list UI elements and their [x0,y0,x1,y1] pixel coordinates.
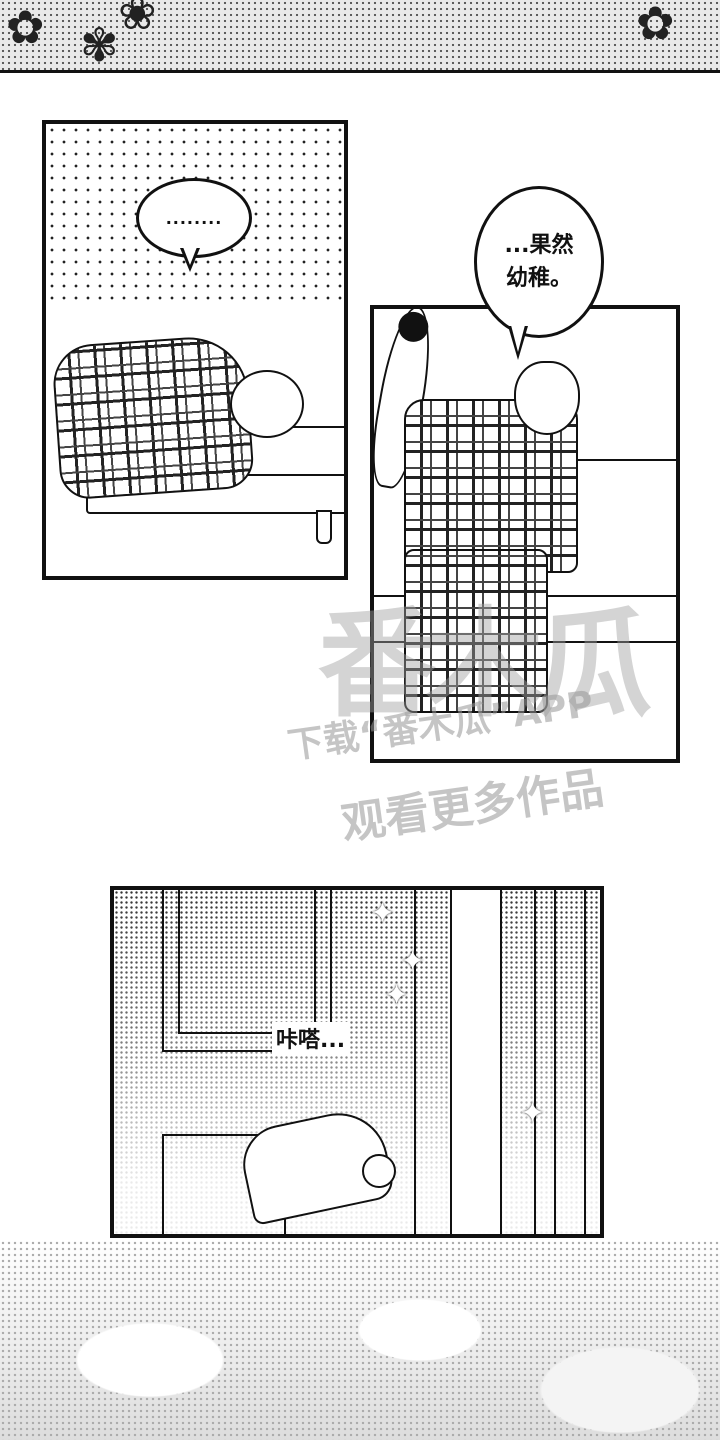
watermark-more-works-text: 观看更多作品 [338,762,607,851]
sparkle-icon: ✦ [370,896,396,931]
speech-bubble-childish: ...果然 幼稚。 [474,186,604,338]
comic-panel-sitting-on-sofa [370,305,680,763]
door-molding [162,890,332,1052]
speech-bubble-tail-fill [183,247,197,265]
speech-bubble-line: ...果然 [504,233,574,258]
sparkle-icon: ✦ [400,944,426,979]
daisy-flower-icon: ✾ [80,18,119,72]
door-edge-line [414,890,416,1234]
speech-bubble-text: ........ [165,208,223,228]
door-frame-line [584,890,586,1234]
character-head [230,370,304,438]
speech-bubble-line: 幼稚。 [505,266,572,291]
plaid-pajama-legs [404,549,548,713]
plaid-pajama-figure [50,333,256,501]
click-sound-effect: 咔嗒... [272,1022,350,1054]
speech-bubble-ellipsis: ........ [136,178,252,258]
sofa-leg [316,510,332,544]
sparkle-icon: ✦ [384,978,410,1013]
doorknob [362,1154,396,1188]
daisy-flower-icon: ✿ [6,0,45,54]
daisy-flower-icon: ❀ [118,0,157,40]
door-molding-inner [178,890,316,1034]
watermark-logo: 番木瓜 [318,595,652,733]
daisy-flower-icon: ✿ [636,0,675,50]
comic-panel-door-opening: ✦ ✦ ✦ ✦ [110,886,604,1238]
door-frame-line [554,890,556,1234]
character-head [514,361,580,435]
top-banner-strip: ✿ ✾ ❀ ✿ [0,0,720,73]
plaid-pajama-torso [404,399,578,573]
cloud-background [0,1240,720,1440]
door-gap-light [450,890,502,1234]
speech-bubble-tail-fill [511,325,525,352]
sparkle-icon: ✦ [520,1096,546,1131]
door-frame-line [534,890,536,1234]
